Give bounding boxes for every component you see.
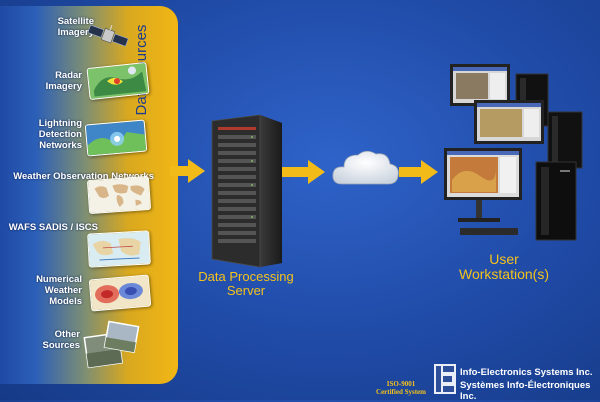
world-map-icon	[86, 175, 152, 215]
cloud-icon	[332, 150, 399, 185]
source-label-observation: Weather Observation Networks	[13, 171, 154, 182]
iso-line2: Certified System	[376, 388, 426, 396]
server-caption: Data Processing Server	[198, 269, 294, 298]
company-logo-icon	[434, 364, 456, 394]
source-label-wafs: WAFS SADIS / ISCS	[8, 222, 98, 233]
server-rack-icon	[211, 114, 282, 268]
satellite-icon	[87, 24, 129, 47]
iso-badge: ISO-9001 Certified System	[364, 380, 438, 396]
source-label-other: Other Sources	[42, 329, 81, 351]
source-label-lightning: Lightning Detection Networks	[38, 118, 82, 151]
arrow-cloud-to-workstation	[399, 160, 438, 184]
photos-icon	[83, 320, 140, 369]
wafs-map-icon	[87, 230, 151, 268]
company-name-en: Info-Electronics Systems Inc.	[460, 367, 593, 378]
arrow-sources-to-server	[170, 159, 205, 183]
source-label-satellite: Satellite Imagery	[57, 16, 94, 38]
radar-map-icon	[86, 61, 150, 101]
arrow-server-to-cloud	[282, 160, 325, 184]
source-label-radar: Radar Imagery	[45, 70, 82, 92]
source-label-numerical: Numerical Weather Models	[36, 274, 82, 307]
company-name-fr: Systèmes Info-Électroniques Inc.	[460, 380, 591, 402]
lightning-map-icon	[84, 119, 148, 157]
weather-model-icon	[88, 274, 152, 312]
iso-line1: ISO-9001	[386, 380, 416, 388]
workstation-caption: User Workstation(s)	[459, 251, 549, 282]
workstations-icon	[444, 64, 583, 241]
